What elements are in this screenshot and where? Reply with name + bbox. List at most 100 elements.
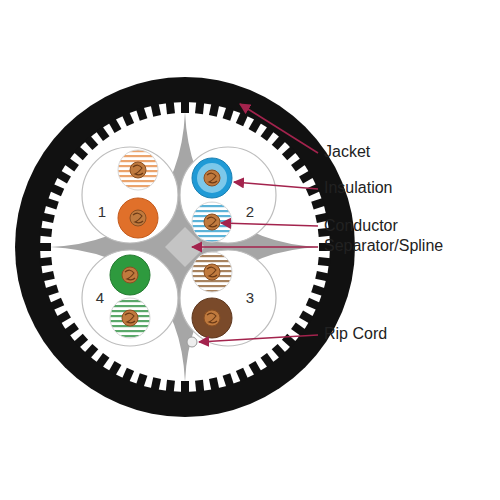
jacket-tooth bbox=[249, 119, 262, 133]
jacket-tooth bbox=[57, 171, 71, 184]
conductor-strand bbox=[133, 213, 143, 223]
jacket-tooth bbox=[299, 311, 313, 324]
jacket-tooth bbox=[74, 146, 88, 160]
jacket-tooth bbox=[41, 271, 54, 281]
jacket-tooth bbox=[236, 368, 248, 382]
jacket-inner bbox=[40, 102, 330, 392]
jacket-tooth bbox=[272, 136, 286, 150]
callout-number: 4 bbox=[96, 289, 104, 307]
part-label: Jacket bbox=[324, 142, 370, 161]
conductor bbox=[204, 214, 220, 230]
jacket-tooth bbox=[261, 353, 275, 367]
wire-insulation-inner bbox=[197, 163, 227, 193]
jacket-tooth bbox=[249, 361, 262, 375]
jacket-tooth bbox=[74, 334, 88, 348]
jacket-tooth bbox=[122, 368, 134, 382]
wire-insulation bbox=[118, 150, 158, 190]
wire-insulation bbox=[110, 255, 150, 295]
jacket-tooth bbox=[272, 344, 286, 358]
conductor-strand bbox=[207, 217, 217, 227]
leader-line bbox=[221, 223, 318, 226]
jacket-tooth bbox=[136, 373, 147, 387]
conductor bbox=[204, 170, 220, 186]
jacket-tooth bbox=[41, 213, 54, 223]
wire-insulation bbox=[192, 298, 232, 338]
jacket-tooth bbox=[209, 377, 219, 390]
conductor-core bbox=[204, 214, 220, 230]
conductor-strand bbox=[125, 313, 135, 323]
jacket-tooth bbox=[166, 380, 175, 393]
separator-spline bbox=[50, 112, 320, 382]
jacket-tooth bbox=[181, 101, 189, 113]
pair-circle bbox=[180, 147, 276, 243]
jacket-tooth bbox=[109, 119, 122, 133]
jacket-tooth bbox=[181, 381, 189, 393]
pair-circle bbox=[180, 250, 276, 346]
callout-number: 2 bbox=[246, 203, 254, 221]
pair-circle bbox=[82, 147, 178, 243]
jacket-tooth bbox=[39, 243, 51, 251]
conductor-core bbox=[204, 264, 220, 280]
rip-cord bbox=[187, 337, 197, 347]
conductor-strand bbox=[133, 165, 143, 175]
wire-insulation bbox=[118, 198, 158, 238]
jacket-tooth bbox=[122, 112, 134, 126]
jacket-tooth bbox=[96, 127, 110, 141]
jacket-tooth bbox=[151, 377, 161, 390]
jacket-tooth bbox=[57, 311, 71, 324]
jacket-tooth bbox=[311, 285, 325, 296]
jacket-tooth bbox=[65, 323, 79, 337]
conductor-core bbox=[130, 162, 146, 178]
jacket-tooth bbox=[84, 344, 98, 358]
leader-lines bbox=[192, 104, 318, 342]
wire-insulation bbox=[192, 252, 232, 292]
conductor bbox=[204, 310, 220, 326]
jacket-tooth bbox=[96, 353, 110, 367]
jacket-tooth bbox=[318, 257, 331, 266]
jacket-tooth bbox=[209, 103, 219, 116]
pair-circle bbox=[82, 250, 178, 346]
conductor-strand bbox=[207, 313, 217, 323]
jacket-tooth bbox=[306, 184, 320, 196]
jacket-tooth bbox=[282, 146, 296, 160]
leader-line bbox=[240, 104, 318, 153]
conductors bbox=[122, 162, 220, 326]
jacket-tooth bbox=[39, 228, 52, 237]
conductor-core bbox=[122, 267, 138, 283]
part-label: Rip Cord bbox=[324, 324, 387, 343]
conductor-strand bbox=[125, 270, 135, 280]
conductor-core bbox=[122, 310, 138, 326]
jacket bbox=[15, 77, 355, 417]
jacket-tooth bbox=[45, 198, 59, 209]
conductor bbox=[122, 267, 138, 283]
leader-line bbox=[192, 246, 318, 248]
jacket-tooth bbox=[65, 158, 79, 172]
conductor bbox=[130, 210, 146, 226]
wire-insulation bbox=[110, 298, 150, 338]
jacket-tooth bbox=[195, 380, 204, 393]
jacket-tooth bbox=[50, 184, 64, 196]
callout-number: 3 bbox=[246, 289, 254, 307]
conductor bbox=[204, 264, 220, 280]
jacket-tooth bbox=[236, 112, 248, 126]
jacket-tooth bbox=[151, 103, 161, 116]
conductor-strand bbox=[207, 173, 217, 183]
part-label: Separator/Spline bbox=[324, 236, 443, 255]
wire-insulation bbox=[192, 158, 232, 198]
jacket-tooth bbox=[195, 101, 204, 114]
jacket-tooth bbox=[311, 198, 325, 209]
jacket-tooth bbox=[261, 127, 275, 141]
jacket-tooth bbox=[109, 361, 122, 375]
jacket-tooth bbox=[50, 298, 64, 310]
jacket-tooth bbox=[291, 323, 305, 337]
jacket-tooth bbox=[306, 298, 320, 310]
jacket-tooth bbox=[166, 101, 175, 114]
jacket-tooth bbox=[291, 158, 305, 172]
jacket-teeth bbox=[39, 101, 331, 393]
jacket-tooth bbox=[315, 271, 328, 281]
leader-line bbox=[199, 335, 318, 342]
conductor-core bbox=[204, 310, 220, 326]
part-label: Conductor bbox=[324, 216, 398, 235]
jacket-tooth bbox=[136, 107, 147, 121]
